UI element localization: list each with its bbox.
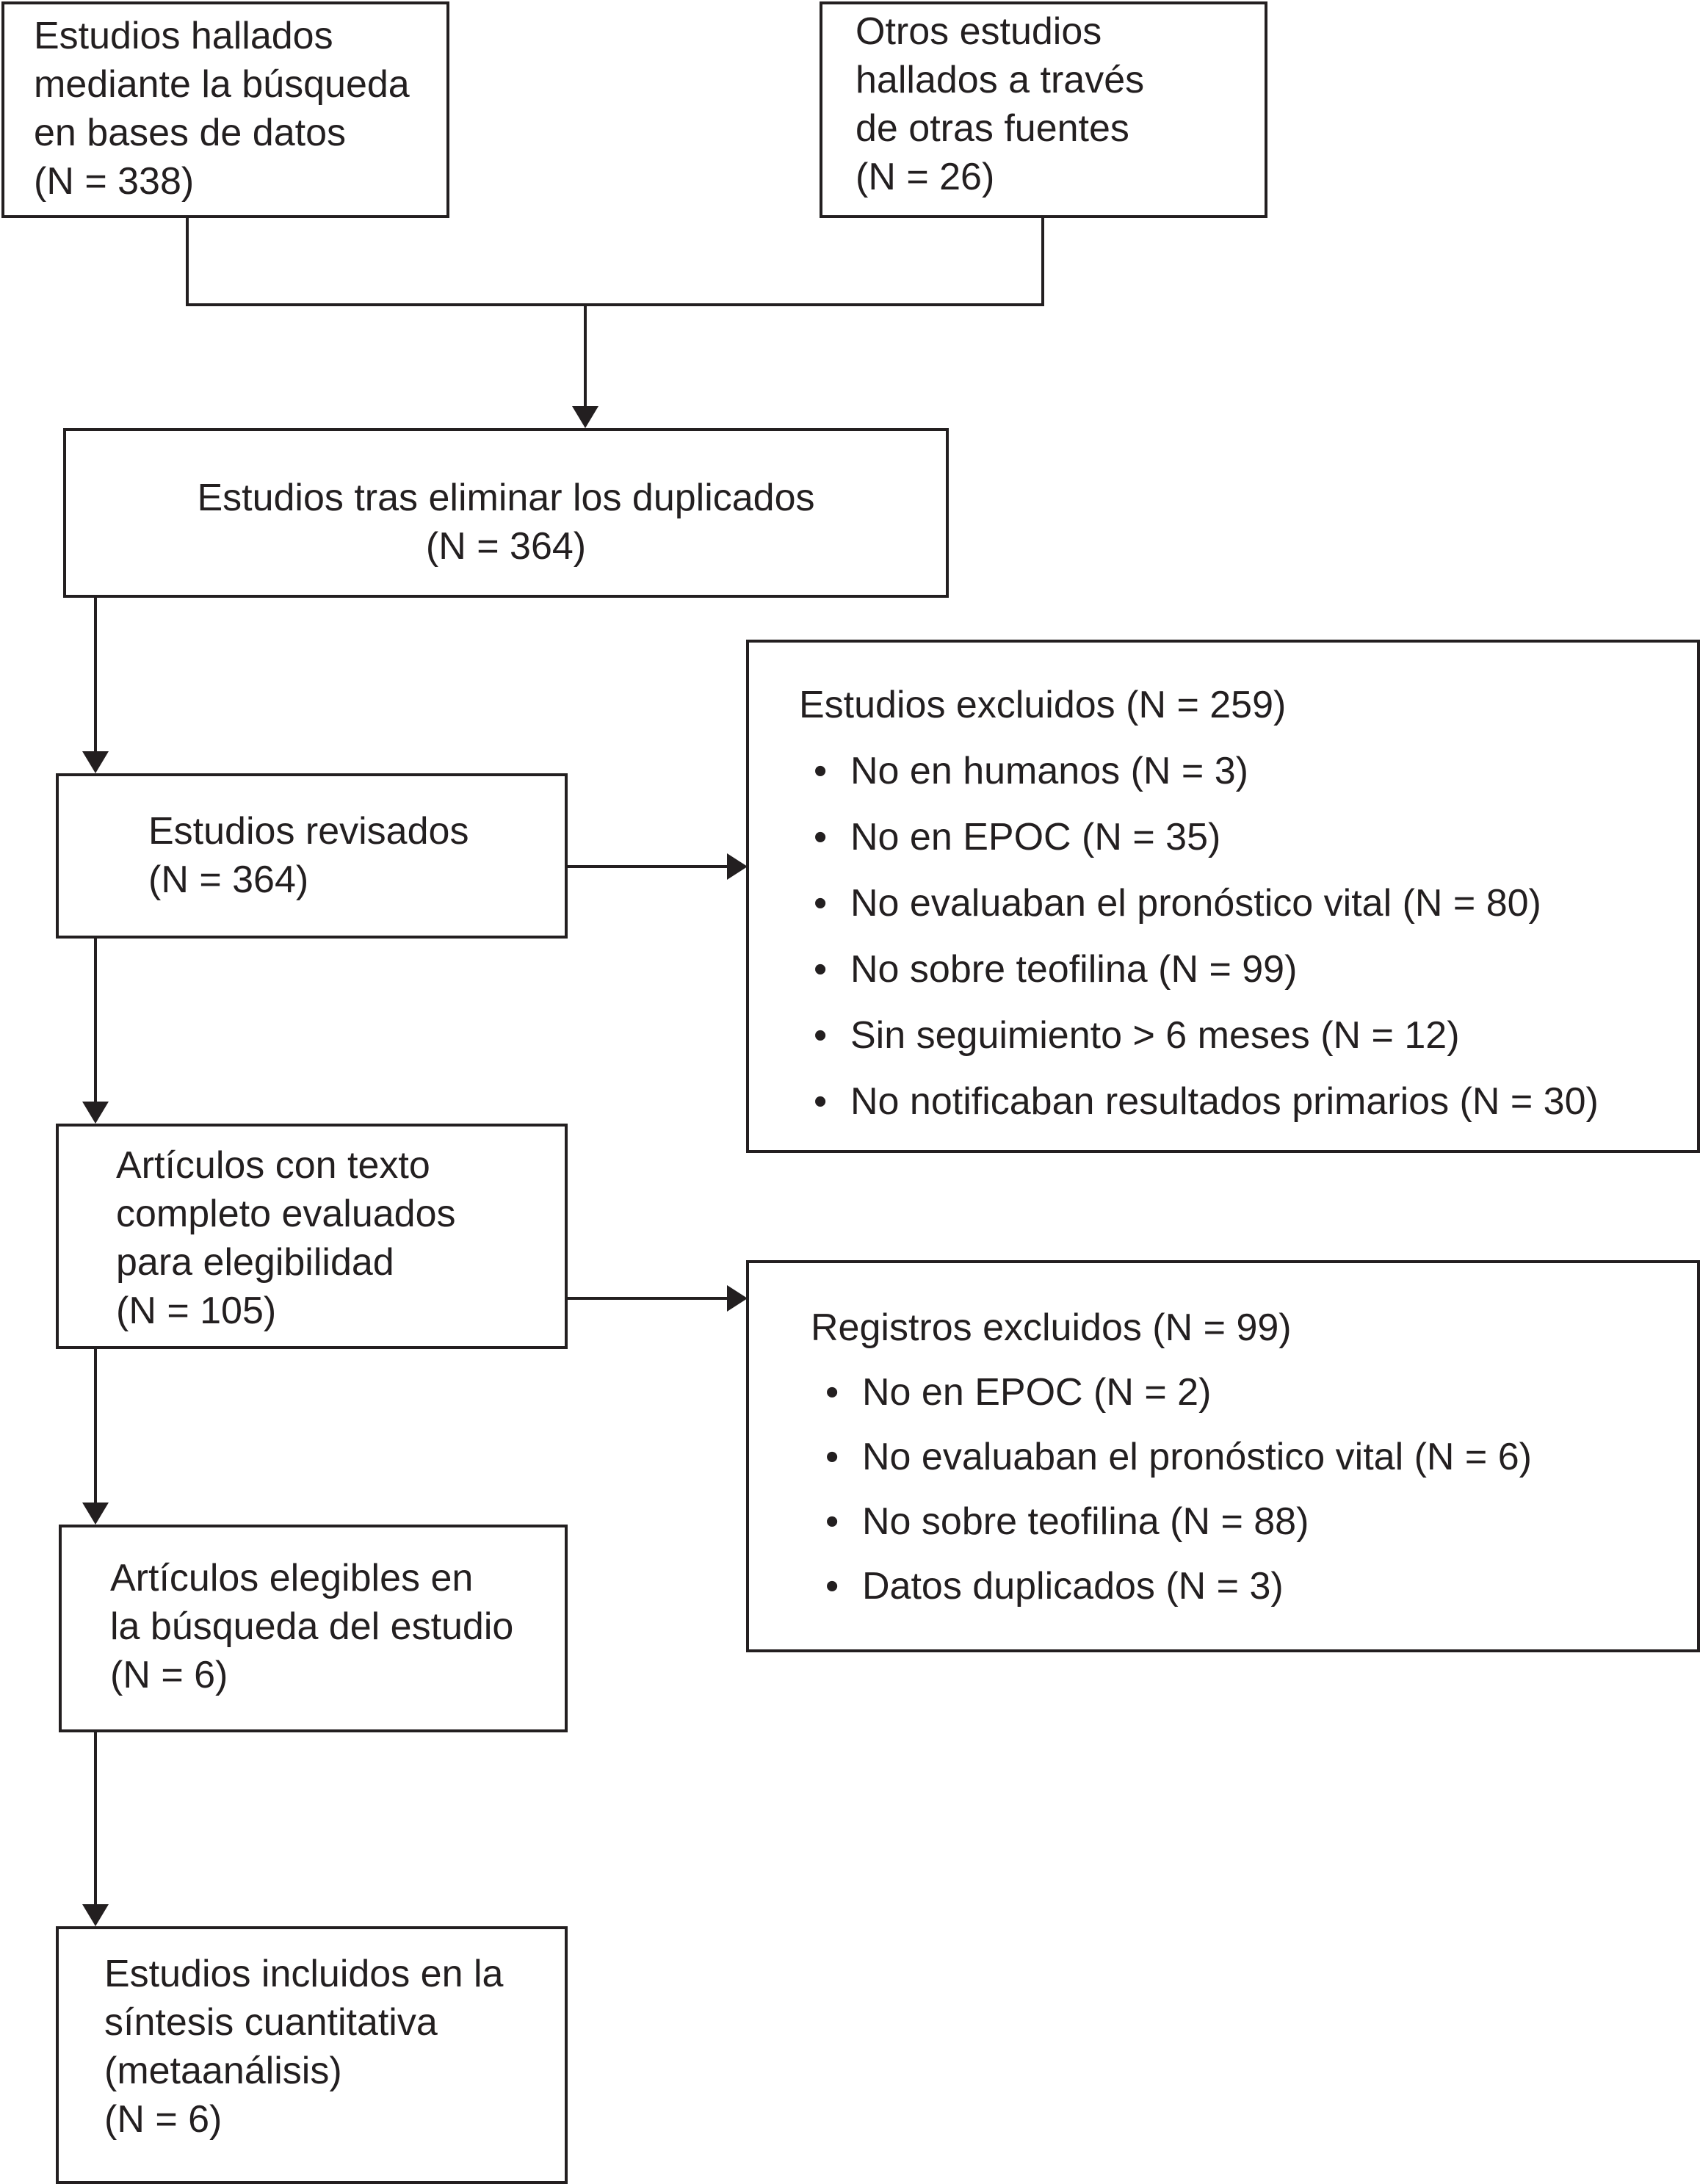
box-line: (N = 6) [110,1654,228,1696]
bullet-icon: • [825,1565,839,1608]
bullet-icon: • [814,1080,828,1123]
full-text-box: Artículos con texto completo evaluados p… [56,1124,568,1349]
bullet-icon: • [814,1014,828,1057]
list-item: • No notificaban resultados primarios (N … [799,1069,1697,1135]
list-item-text: Datos duplicados (N = 3) [862,1565,1284,1608]
list-item-text: No sobre teofilina (N = 88) [862,1500,1309,1543]
box-line: Estudios hallados [34,15,333,57]
included-box: Estudios incluidos en la síntesis cuanti… [56,1926,568,2184]
box-line: (metaanálisis) [104,2050,342,2092]
list-item: • No evaluaban el pronóstico vital (N = 6… [811,1425,1697,1489]
box-line: la búsqueda del estudio [110,1605,514,1648]
list-item: • Sin seguimiento > 6 meses (N = 12) [799,1002,1697,1069]
excluded-records-title: Registros excluidos (N = 99) [811,1306,1292,1349]
box-line: completo evaluados [116,1193,456,1235]
other-sources-box: Otros estudios hallados a través de otra… [820,1,1267,218]
box-line: Estudios revisados [148,810,469,853]
arrowhead-to-duplicates [572,406,598,428]
list-item: • No en EPOC (N = 2) [811,1360,1697,1425]
list-item: • No sobre teofilina (N = 99) [799,936,1697,1002]
arrowhead-to-eligible [82,1503,109,1525]
excluded-studies-list: • No en humanos (N = 3) • No en EPOC (N = … [799,738,1697,1135]
excluded-studies-title: Estudios excluidos (N = 259) [799,684,1287,726]
box-line: de otras fuentes [856,107,1129,150]
box-line: (N = 364) [425,525,587,568]
bullet-icon: • [814,816,828,858]
list-item-text: No evaluaban el pronóstico vital (N = 6) [862,1436,1532,1478]
box-line: (N = 364) [148,858,309,901]
box-line: mediante la búsqueda [34,63,410,106]
list-item-text: Sin seguimiento > 6 meses (N = 12) [850,1014,1460,1057]
database-search-box: Estudios hallados mediante la búsqueda e… [1,1,449,218]
list-item: • Datos duplicados (N = 3) [811,1554,1697,1619]
list-item: • No en EPOC (N = 35) [799,804,1697,870]
list-item-text: No evaluaban el pronóstico vital (N = 80… [850,882,1541,925]
box-line: hallados a través [856,59,1145,101]
list-item: • No evaluaban el pronóstico vital (N = 8… [799,870,1697,936]
list-item-text: No en EPOC (N = 35) [850,816,1221,858]
list-item: • No en humanos (N = 3) [799,738,1697,804]
after-duplicates-box: Estudios tras eliminar los duplicados (N… [63,428,949,598]
excluded-records-list: • No en EPOC (N = 2) • No evaluaban el pro… [811,1360,1697,1619]
arrowhead-to-fulltext [82,1102,109,1124]
excluded-studies-box: Estudios excluidos (N = 259) • No en huma… [746,640,1700,1153]
box-line: (N = 6) [104,2098,223,2141]
list-item: • No sobre teofilina (N = 88) [811,1489,1697,1554]
box-line: Artículos elegibles en [110,1557,474,1599]
box-line: Estudios tras eliminar los duplicados [197,477,815,519]
merge-connector [186,217,1044,306]
arrowhead-to-screened [82,751,109,773]
excluded-records-box: Registros excluidos (N = 99) • No en EPOC… [746,1260,1700,1652]
bullet-icon: • [825,1436,839,1478]
bullet-icon: • [814,750,828,792]
list-item-text: No notificaban resultados primarios (N =… [850,1080,1599,1123]
screened-box: Estudios revisados (N = 364) [56,773,568,939]
box-line: Estudios incluidos en la [104,1953,504,1995]
arrowhead-to-excluded-records [727,1285,748,1312]
box-line: síntesis cuantitativa [104,2001,438,2044]
list-item-text: No en EPOC (N = 2) [862,1371,1212,1414]
box-line: (N = 26) [856,156,995,198]
box-line: (N = 105) [116,1290,277,1332]
box-line: Artículos con texto [116,1144,430,1187]
bullet-icon: • [825,1371,839,1414]
box-line: (N = 338) [34,160,195,203]
bullet-icon: • [825,1500,839,1543]
bullet-icon: • [814,882,828,925]
eligible-box: Artículos elegibles en la búsqueda del e… [59,1525,568,1732]
list-item-text: No sobre teofilina (N = 99) [850,948,1298,991]
list-item-text: No en humanos (N = 3) [850,750,1248,792]
arrowhead-to-excluded-studies [727,853,748,880]
box-line: en bases de datos [34,112,346,154]
bullet-icon: • [814,948,828,991]
arrowhead-to-included [82,1904,109,1926]
box-line: Otros estudios [856,10,1102,53]
box-line: para elegibilidad [116,1241,394,1284]
